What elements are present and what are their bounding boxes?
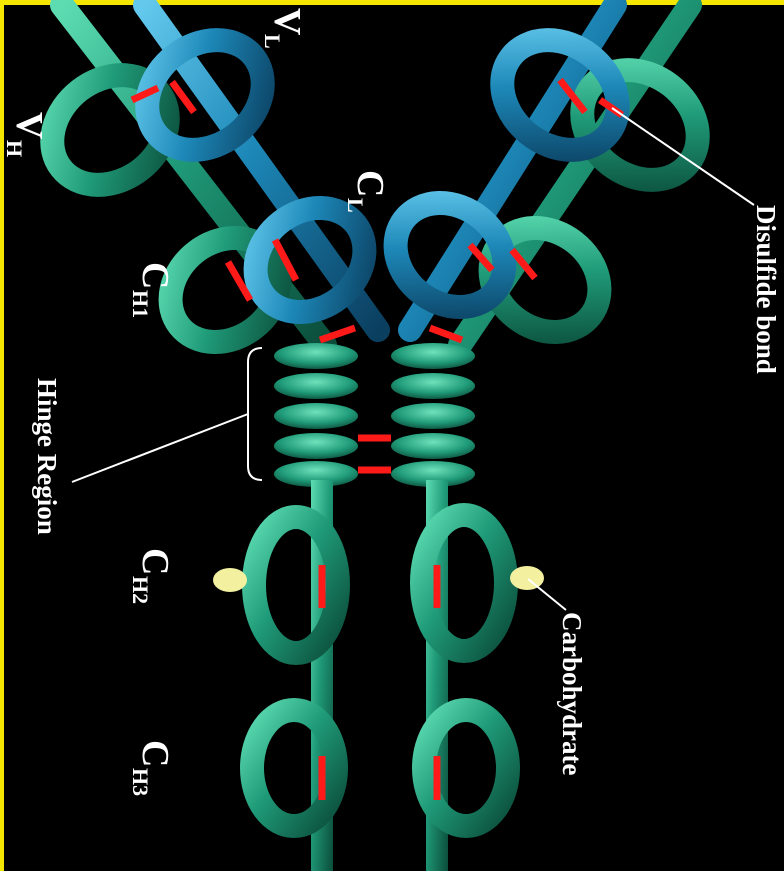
label-disulfide-bond: Disulfide bond <box>751 205 781 374</box>
carbohydrate-pointer <box>528 579 566 610</box>
svg-text:Carbohydrate: Carbohydrate <box>557 612 587 776</box>
svg-text:C: C <box>134 548 176 575</box>
hinge-bracket <box>248 348 262 480</box>
svg-text:H1: H1 <box>128 290 153 318</box>
label-cl: C L <box>343 170 391 213</box>
label-carbohydrate: Carbohydrate <box>557 612 587 776</box>
svg-text:V: V <box>8 112 50 140</box>
svg-text:H3: H3 <box>128 768 153 796</box>
svg-text:C: C <box>349 170 391 197</box>
label-vl: V L <box>260 8 308 49</box>
fab-arm-right <box>375 5 720 354</box>
label-ch2: C H2 <box>128 548 176 604</box>
svg-text:C: C <box>134 740 176 767</box>
hinge-pointer <box>72 414 248 482</box>
carbohydrate-right <box>510 566 544 590</box>
svg-text:L: L <box>343 198 368 213</box>
carbohydrate-left <box>213 568 247 592</box>
fc-region <box>213 480 544 871</box>
svg-text:Disulfide bond: Disulfide bond <box>751 205 781 374</box>
svg-text:V: V <box>266 8 308 36</box>
hinge-stack-left <box>274 343 358 487</box>
svg-text:L: L <box>260 34 285 49</box>
hinge-region <box>248 343 475 487</box>
label-ch3: C H3 <box>128 740 176 796</box>
disulfide-pointer <box>612 108 754 205</box>
label-hinge-region: Hinge Region <box>32 378 62 535</box>
hinge-stack-right <box>391 343 475 487</box>
svg-text:H: H <box>2 140 27 157</box>
svg-text:H2: H2 <box>128 576 153 604</box>
fab-arm-left <box>30 5 385 364</box>
svg-text:C: C <box>134 262 176 289</box>
svg-text:Hinge Region: Hinge Region <box>32 378 62 535</box>
